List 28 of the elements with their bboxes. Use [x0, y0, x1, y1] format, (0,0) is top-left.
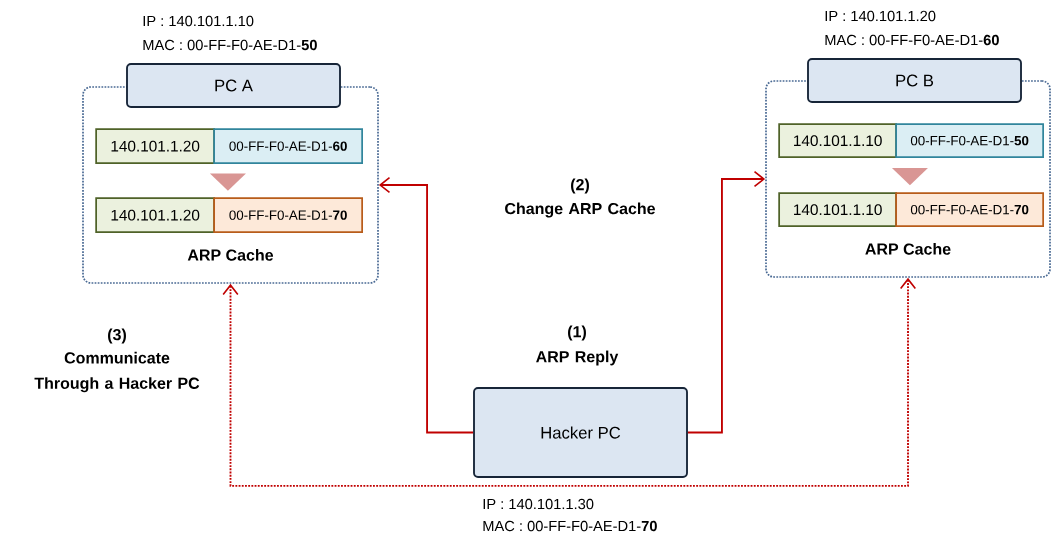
table-cell: 140.101.1.20 — [95, 197, 215, 233]
table-cell: 140.101.1.20 — [95, 128, 215, 164]
table-cell: 140.101.1.10 — [778, 123, 897, 158]
step-label: (3) — [108, 328, 126, 344]
table-cell: 00-FF-F0-AE-D1-50 — [895, 123, 1044, 158]
down-triangle — [891, 167, 928, 186]
arrow — [222, 277, 917, 487]
computer-box: PC B — [807, 58, 1022, 103]
address-text: MAC : 00-FF-F0-AE-D1-70 — [483, 520, 657, 532]
address-text: MAC : 00-FF-F0-AE-D1-50 — [143, 39, 317, 51]
table-cell: 00-FF-F0-AE-D1-70 — [213, 197, 363, 233]
step-label: Change ARP Cache — [505, 202, 655, 218]
address-text: IP : 140.101.1.30 — [483, 498, 594, 510]
computer-box: PC A — [126, 63, 341, 108]
table-cell: 00-FF-F0-AE-D1-70 — [895, 192, 1044, 227]
address-text: MAC : 00-FF-F0-AE-D1-60 — [825, 34, 999, 46]
arrow — [687, 170, 766, 434]
down-triangle — [209, 173, 246, 191]
step-label: ARP Reply — [536, 350, 619, 366]
step-label: (1) — [568, 325, 586, 341]
table-cell: 00-FF-F0-AE-D1-60 — [213, 128, 363, 164]
computer-box: Hacker PC — [473, 387, 688, 478]
step-label: (2) — [571, 178, 589, 194]
step-label: Communicate Through a Hacker PC — [34, 351, 200, 393]
table-cell: 140.101.1.10 — [778, 192, 897, 227]
address-text: IP : 140.101.1.20 — [825, 10, 936, 22]
arrow — [378, 176, 474, 434]
address-text: IP : 140.101.1.10 — [143, 15, 254, 27]
